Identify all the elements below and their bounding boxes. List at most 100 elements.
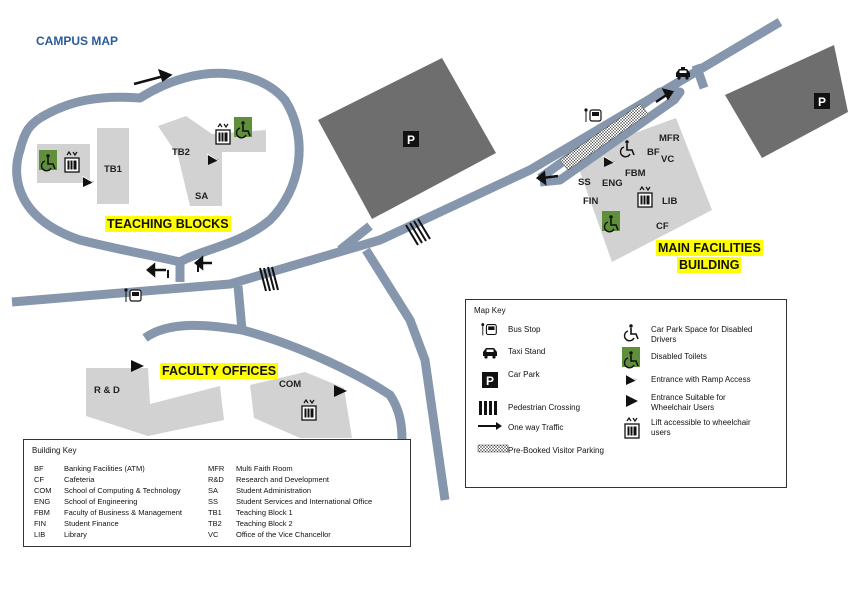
one-way-arrow-icon [478, 422, 502, 430]
building-key-title: Building Key [32, 446, 77, 455]
wheelchair-entrance-icon [334, 385, 347, 397]
building-label-eng: ENG [602, 178, 623, 189]
building-key-code: R&D [208, 475, 224, 484]
map-key-ramp-entrance: Entrance with Ramp Access [651, 375, 751, 384]
map-key-wheelchair-entrance: Entrance Suitable for Wheelchair Users [651, 393, 726, 412]
building-key-name: Research and Development [236, 475, 329, 484]
ramp-entrance-icon [624, 373, 638, 385]
building-rd [86, 368, 224, 436]
map-key-pedestrian-crossing: Pedestrian Crossing [508, 403, 581, 412]
roads [11, 18, 783, 501]
building-key-code: ENG [34, 497, 51, 506]
visitor-parking-hatch-icon [559, 103, 649, 171]
building-key-code: TB2 [208, 519, 222, 528]
visitor-parking-hatch-icon [477, 444, 509, 453]
svg-text:P: P [407, 133, 415, 147]
map-key-car-park: Car Park [508, 370, 540, 379]
building-key-name: Student Finance [64, 519, 119, 528]
building-label-fbm: FBM [625, 168, 646, 179]
disabled-toilet-icon [39, 150, 57, 172]
area-label-building: BUILDING [677, 257, 742, 273]
parking-icon: P [403, 131, 419, 147]
taxi-icon [483, 348, 497, 359]
building-key-code: SA [208, 486, 219, 495]
disabled-toilet-icon [622, 347, 640, 369]
building-label-vc: VC [661, 154, 675, 165]
building-label-cf: CF [656, 221, 669, 232]
map-key-bus-stop: Bus Stop [508, 325, 541, 334]
map-key-visitor-parking: Pre-Booked Visitor Parking [508, 446, 604, 455]
pedestrian-crossing-icon [479, 401, 497, 415]
road-south-b [362, 247, 450, 501]
disabled-toilet-icon [234, 117, 252, 139]
building-key-name: Student Administration [236, 486, 312, 495]
building-com [250, 372, 352, 438]
svg-text:P: P [486, 374, 494, 388]
wheelchair-entrance-icon [131, 360, 144, 372]
building-label-tb2: TB2 [172, 147, 190, 158]
building-key-name: Faculty of Business & Management [64, 508, 182, 517]
building-key-code: VC [208, 530, 219, 539]
building-key-name: Cafeteria [64, 475, 95, 484]
map-key-disabled-toilets: Disabled Toilets [651, 352, 707, 361]
building-key-code: FBM [34, 508, 50, 517]
building-key-name: Student Services and International Offic… [236, 497, 373, 506]
map-key-lift: Lift accessible to wheelchair users [651, 418, 751, 437]
building-label-rd: R & D [94, 385, 120, 396]
building-label-ss: SS [578, 177, 591, 188]
building-label-tb1: TB1 [104, 164, 122, 175]
pedestrian-crossing [405, 218, 431, 246]
building-key-code: MFR [208, 464, 225, 473]
building-label-fin: FIN [583, 196, 599, 207]
building-label-lib: LIB [662, 196, 678, 207]
parking-icon: P [814, 93, 830, 109]
wheelchair-entrance-icon [626, 395, 638, 407]
disabled-parking-icon [623, 324, 639, 342]
building-key-name: Teaching Block 2 [236, 519, 293, 528]
map-title: CAMPUS MAP [36, 34, 119, 48]
teaching-loop [12, 68, 304, 282]
map-key-taxi-stand: Taxi Stand [508, 347, 546, 356]
area-label-teaching-blocks: TEACHING BLOCKS [105, 216, 231, 232]
faculty-loop [142, 320, 407, 441]
building-label-com: COM [279, 379, 302, 390]
building-key-code: COM [34, 486, 52, 495]
bus-stop-icon [583, 107, 602, 123]
one-way-arrow-icon [133, 68, 675, 278]
road-connector [337, 222, 373, 254]
building-label-bf: BF [647, 147, 660, 158]
building-key-name: School of Computing & Technology [64, 486, 181, 495]
building-label-sa: SA [195, 191, 209, 202]
building-key-code: CF [34, 475, 44, 484]
building-key-name: School of Engineering [64, 497, 138, 506]
lift-icon [215, 123, 231, 145]
pedestrian-crossing [259, 266, 279, 292]
map-key-title: Map Key [474, 306, 506, 315]
building-tb1 [97, 128, 129, 204]
building-label-mfr: MFR [659, 133, 680, 144]
map-key: Map Key P Bus Stop Taxi Stand Car Park P… [465, 299, 787, 488]
area-label-faculty-offices: FACULTY OFFICES [160, 363, 279, 379]
building-key-code: FIN [34, 519, 47, 528]
map-key-disabled-parking: Car Park Space for Disabled Drivers [651, 325, 753, 344]
building-key-code: BF [34, 464, 44, 473]
car-park-east [725, 45, 848, 158]
parking-icon: P [482, 372, 498, 388]
disabled-toilet-icon [602, 211, 620, 233]
lift-icon [624, 416, 640, 439]
building-key-name: Office of the Vice Chancellor [236, 530, 331, 539]
building-key-name: Library [64, 530, 87, 539]
area-label-main-facilities: MAIN FACILITIES [656, 240, 763, 256]
road-taxi [691, 63, 709, 90]
building-key-name: Teaching Block 1 [236, 508, 293, 517]
building-key-name: Multi Faith Room [236, 464, 293, 473]
bus-stop-icon [481, 323, 497, 336]
map-key-icons: P [477, 323, 640, 453]
building-key-code: LIB [34, 530, 46, 539]
map-key-one-way-traffic: One way Traffic [508, 423, 564, 432]
building-key-code: SS [208, 497, 219, 506]
svg-text:P: P [818, 95, 826, 109]
road-south-a [233, 285, 247, 331]
